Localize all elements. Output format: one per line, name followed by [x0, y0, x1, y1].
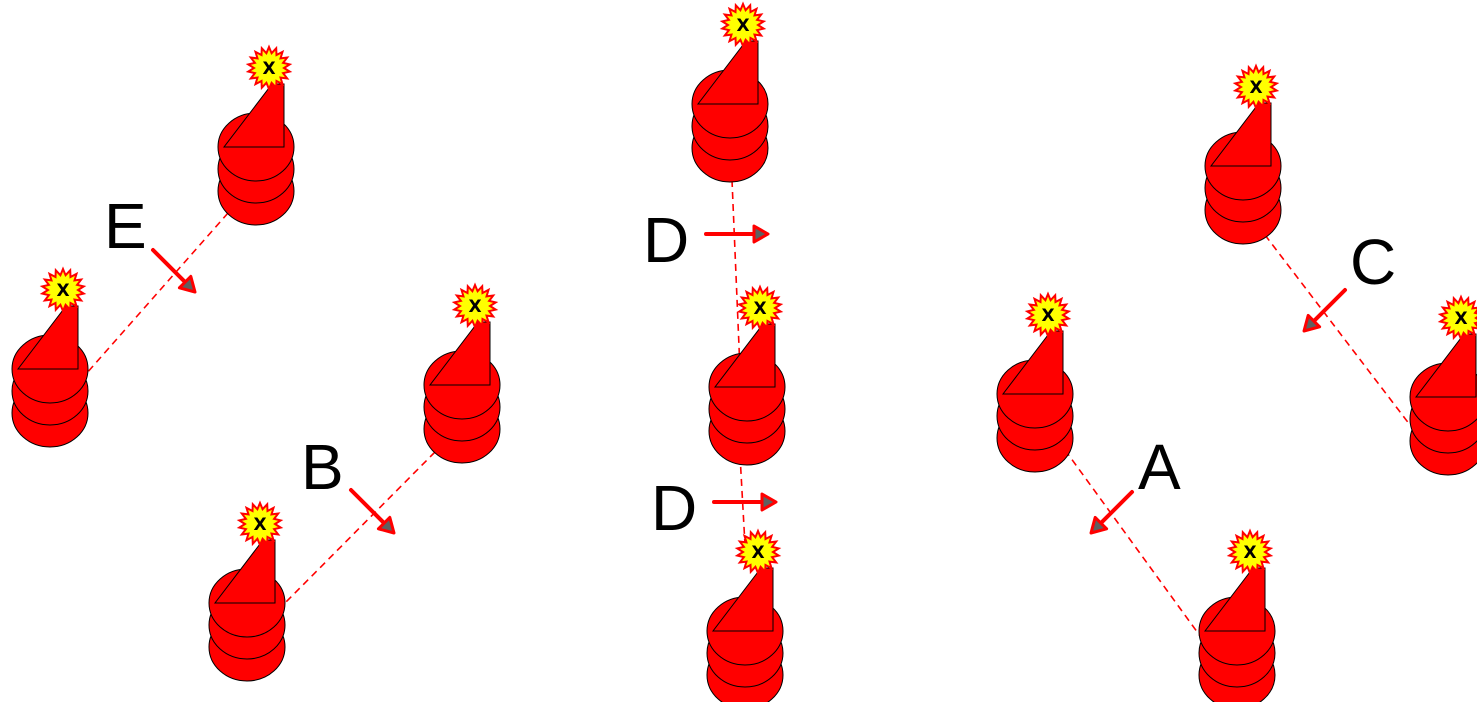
arrow-shaft — [1098, 490, 1134, 526]
arrow-shaft — [151, 248, 188, 285]
direction-arrow-icon — [1302, 288, 1347, 333]
buoy: X — [996, 291, 1074, 473]
buoy-mark: X — [253, 515, 266, 535]
gate-label-e: E — [104, 190, 147, 262]
buoy-flag — [713, 323, 776, 388]
buoy-mark: X — [262, 59, 275, 79]
burst-icon — [1024, 291, 1072, 339]
buoy-mark: X — [1243, 543, 1256, 563]
buoy-flag — [1209, 102, 1272, 167]
buoy-flag — [16, 305, 79, 370]
buoy: X — [217, 44, 295, 226]
buoy-mark: X — [753, 299, 766, 319]
buoy-mark: X — [1249, 78, 1262, 98]
buoy-flag — [696, 40, 759, 105]
burst-icon — [39, 266, 87, 314]
buoy-mark: X — [468, 297, 481, 317]
gate-connector-line — [739, 454, 746, 546]
buoy: X — [706, 528, 784, 702]
burst-icon — [1226, 528, 1274, 576]
gate-label-d-lower: D — [651, 472, 697, 544]
burst-icon — [236, 500, 284, 548]
buoy-mark: X — [1041, 306, 1054, 326]
buoy-flag — [1203, 567, 1266, 632]
burst-icon — [736, 284, 784, 332]
direction-arrow-icon — [151, 248, 197, 294]
buoy: X — [708, 284, 786, 466]
burst-icon — [1437, 294, 1477, 342]
direction-arrow-icon — [1089, 490, 1134, 535]
buoy: X — [11, 266, 89, 448]
arrow-head — [1302, 313, 1322, 333]
gate-connector-line — [1064, 449, 1204, 641]
buoy-flag — [1414, 333, 1477, 398]
arrow-head — [1089, 515, 1109, 535]
arrow-head — [760, 492, 778, 512]
direction-arrow-icon — [704, 224, 770, 244]
buoy-flag — [711, 567, 774, 632]
burst-icon — [734, 528, 782, 576]
buoy-flag — [213, 539, 276, 604]
buoy: X — [423, 282, 501, 464]
gate-label-d-upper: D — [643, 204, 689, 276]
gate-label-c: C — [1350, 226, 1396, 298]
arrow-shaft — [349, 488, 387, 526]
buoy-mark: X — [751, 543, 764, 563]
buoy-mark: X — [1454, 309, 1467, 329]
gate-label-a: A — [1138, 431, 1181, 503]
buoy-flag — [1001, 330, 1064, 395]
buoy-mark: X — [56, 281, 69, 301]
buoy-flag — [222, 83, 285, 148]
buoy-mark: X — [736, 16, 749, 36]
arrow-shaft — [1311, 288, 1347, 324]
burst-icon — [719, 1, 767, 49]
burst-icon — [451, 282, 499, 330]
gate-connector-line — [1264, 234, 1411, 426]
gate-connector-line — [731, 179, 741, 371]
buoy: X — [1409, 294, 1477, 476]
buoy: X — [691, 1, 769, 183]
arrow-head — [376, 515, 396, 535]
buoy: X — [1198, 528, 1276, 702]
burst-icon — [1232, 63, 1280, 111]
arrow-head — [177, 274, 197, 294]
gate-label-b: B — [301, 431, 344, 503]
buoy-flag — [428, 321, 491, 386]
direction-arrow-icon — [349, 488, 396, 535]
direction-arrow-icon — [712, 492, 778, 512]
buoy: X — [1204, 63, 1282, 245]
buoy: X — [208, 500, 286, 682]
burst-icon — [245, 44, 293, 92]
arrow-head — [752, 224, 770, 244]
